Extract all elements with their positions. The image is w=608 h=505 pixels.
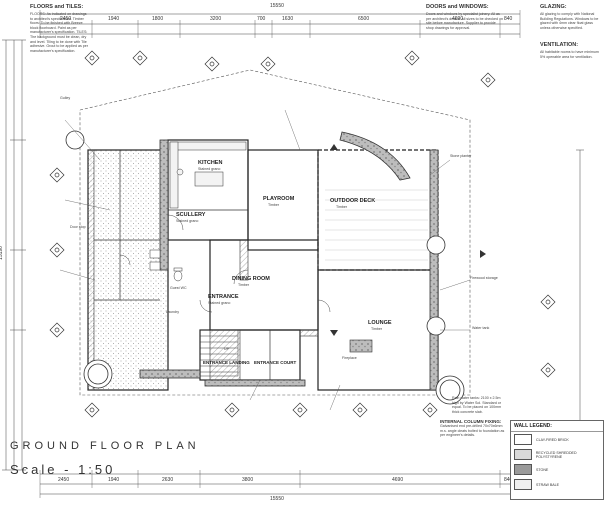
water-tank-label: Water tank: [472, 326, 490, 330]
wc-fixtures: [149, 249, 183, 282]
bottom-dimension-3: 2630: [162, 477, 174, 483]
stair: [199, 329, 239, 377]
room-dining-note: Timber: [238, 283, 250, 287]
top-dimension-lines: [39, 10, 521, 38]
room-lounge: LOUNGE: [368, 320, 392, 326]
glazing-heading: GLAZING:: [540, 4, 567, 10]
legend-label-polystyrene: RECYCLED SHREDDED POLYSTYRENE: [535, 450, 577, 459]
ventilation-heading: VENTILATION:: [540, 42, 579, 48]
top-dimension-3: 1800: [152, 16, 164, 22]
top-dimension-5: 700: [257, 16, 266, 22]
top-dimension-9: 840: [504, 16, 513, 22]
rain-water-note: Rain water tanks: 2100 x 2.5m high by Wa…: [452, 396, 502, 414]
straw-bale-swatch: [514, 479, 532, 490]
fireplace-label: Fireplace: [342, 356, 357, 360]
walls: [87, 139, 439, 391]
doors-windows-note: Doors and windows by specialist joinery.…: [426, 12, 503, 30]
floors-tiles-note: FLOORS: As indicated on drawings to arch…: [30, 12, 88, 53]
legend-label-straw-bale: STRAW BALE: [536, 482, 560, 487]
top-dimension-6: 1630: [282, 16, 294, 22]
polystyrene-swatch: [514, 449, 532, 460]
section-markers: [330, 144, 486, 336]
top-dimension-2: 1940: [108, 16, 120, 22]
door-swings: [119, 214, 331, 313]
top-dimension-1: 2450: [60, 16, 72, 22]
top-total-dimension: 15550: [270, 3, 284, 9]
room-entrance-court: ENTRANCE COURT: [254, 360, 297, 365]
internal-columns-note: Galvanised end pre-drilled 70x70x6mm m.s…: [440, 424, 505, 438]
bottom-dimension-4: 3800: [242, 477, 254, 483]
hatched-walls: [87, 149, 319, 391]
internal-columns-heading: INTERNAL COLUMN FIXING:: [440, 419, 502, 424]
room-kitchen: KITCHEN: [198, 160, 223, 166]
room-scullery-note: Stained grano: [176, 219, 199, 223]
room-entrance-note: Stained grano: [208, 301, 231, 305]
kitchen-counters: [169, 141, 247, 209]
wall-legend-title: WALL LEGEND:: [511, 421, 603, 432]
leader-lines: [59, 109, 471, 411]
deck-boards: [325, 189, 428, 261]
doors-windows-heading: DOORS and WINDOWS:: [426, 4, 489, 10]
gulley-label: Gulley: [60, 96, 71, 100]
glazing-note: All glazing to comply with National Buil…: [540, 12, 599, 30]
room-laundry: Laundry: [166, 310, 179, 314]
stair-up-label: UP: [224, 347, 229, 351]
room-outdoor-deck-note: Timber: [336, 205, 348, 209]
legend-row-stone: STONE: [511, 462, 603, 477]
room-entrance-landing: ENTRANCE LANDING: [203, 360, 250, 365]
legend-label-clay-brick: CLAY-FIRED BRICK: [536, 437, 569, 442]
left-total-dimension: 15190: [0, 246, 4, 260]
ventilation-note: All habitable rooms to have minimum 5% o…: [540, 50, 599, 59]
room-scullery: SCULLERY: [176, 212, 206, 218]
room-guest-wc: Guest WC: [170, 286, 187, 290]
top-dimension-4: 3200: [210, 16, 222, 22]
room-playroom: PLAYROOM: [263, 196, 295, 202]
room-lounge-note: Timber: [371, 327, 383, 331]
interior-partitions: [94, 150, 271, 380]
roof-overhang-line: [79, 69, 471, 396]
stone-swatch: [514, 464, 532, 475]
grid-markers: [49, 50, 556, 418]
door-stop-label: Door stop: [70, 225, 86, 229]
room-playroom-note: Timber: [268, 203, 280, 207]
drawing-scale: Scale - 1:50: [10, 462, 116, 477]
top-dimension-7: 6500: [358, 16, 370, 22]
fireplace: [349, 339, 373, 353]
legend-label-stone: STONE: [536, 467, 549, 472]
room-dining: DINING ROOM: [232, 276, 270, 282]
wall-legend: WALL LEGEND: CLAY-FIRED BRICK RECYCLED S…: [510, 420, 604, 500]
water-tanks: [65, 130, 465, 405]
legend-row-polystyrene: RECYCLED SHREDDED POLYSTYRENE: [511, 447, 603, 462]
bottom-dimension-6: 840: [504, 477, 513, 483]
stone-planter-label: Stone planter: [450, 154, 472, 158]
drawing-title: GROUND FLOOR PLAN: [10, 440, 200, 452]
bottom-dimension-2: 1940: [108, 477, 120, 483]
firewood-label: Firewood storage: [470, 276, 498, 280]
bottom-dimension-1: 2450: [58, 477, 70, 483]
bottom-dimension-5: 4690: [392, 477, 404, 483]
clay-brick-swatch: [514, 434, 532, 445]
room-entrance: ENTRANCE: [208, 294, 239, 300]
floors-tiles-heading: FLOORS and TILES:: [30, 4, 84, 10]
legend-row-straw-bale: STRAW BALE: [511, 477, 603, 492]
room-kitchen-note: Stained grano: [198, 167, 221, 171]
room-outdoor-deck: OUTDOOR DECK: [330, 198, 376, 204]
bottom-total-dimension: 15550: [270, 496, 284, 502]
top-dimension-8: 4690: [452, 16, 464, 22]
stone-walls: [139, 131, 439, 391]
left-dimension-lines: [2, 39, 26, 471]
legend-row-clay-brick: CLAY-FIRED BRICK: [511, 432, 603, 447]
